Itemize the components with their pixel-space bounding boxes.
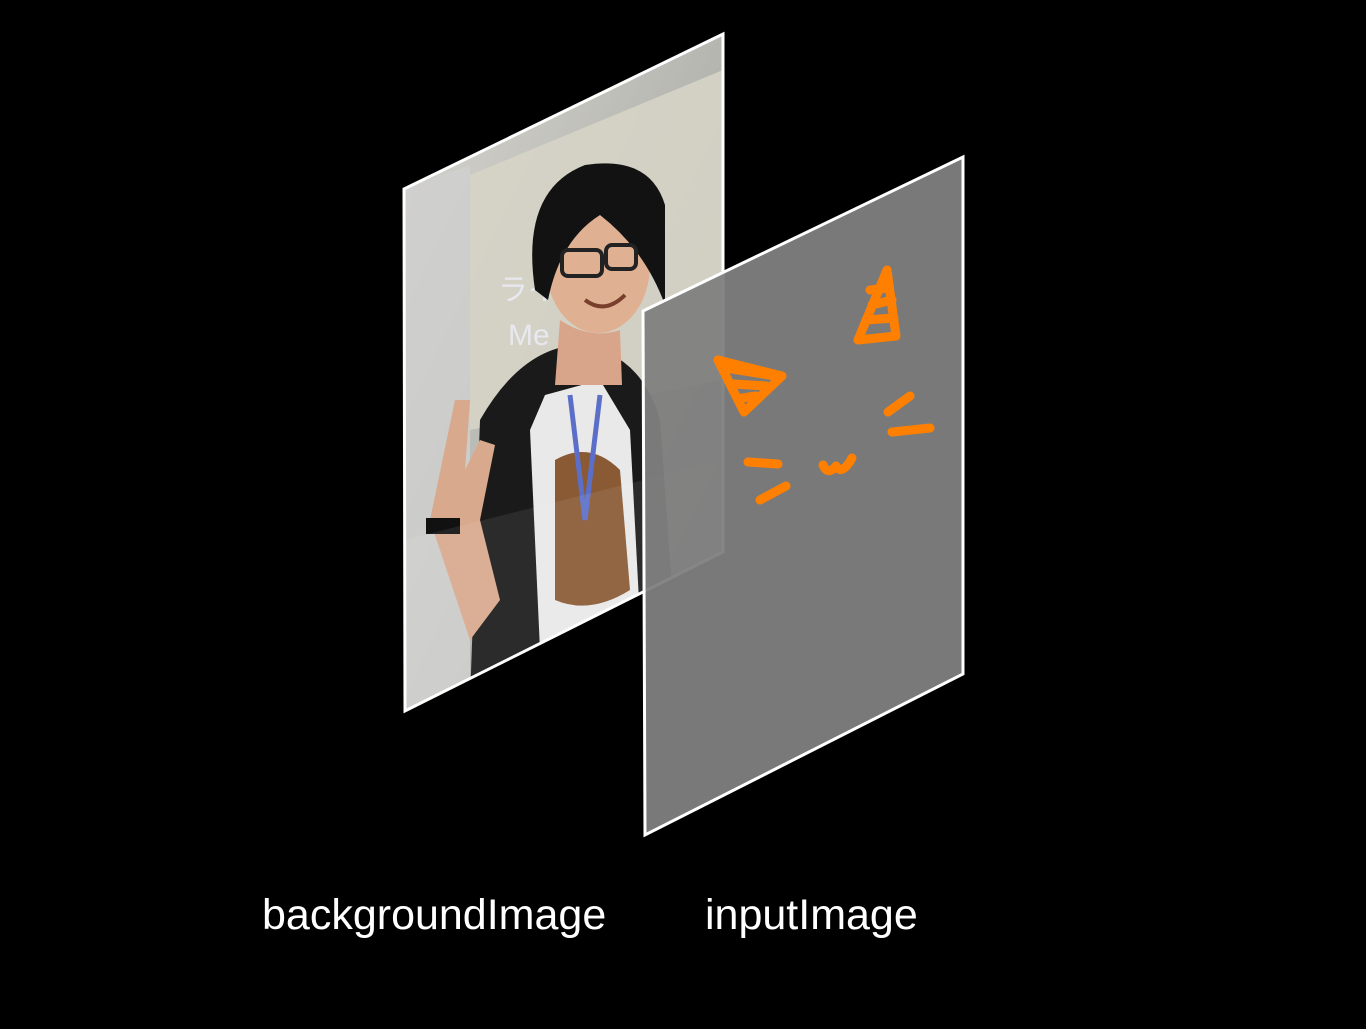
glasses-left [560,248,604,278]
cat-left-whiskers [743,457,791,505]
input-image-frame [641,154,965,838]
screen-text-2: Me [508,319,550,352]
person-hair [532,163,665,305]
glasses-right [604,243,638,271]
cat-right-ear-fill [861,283,899,325]
shirt-print [555,452,630,606]
smile [583,293,627,309]
wristwatch [426,518,460,534]
cat-right-whiskers [883,391,935,437]
cat-left-ear-fill [721,363,780,403]
cat-mouth [818,453,857,476]
background-image-caption: backgroundImage [262,891,607,939]
cat-doodle [713,265,935,505]
lanyard [567,394,603,521]
person-neck [555,320,622,385]
person-hand [430,400,500,640]
input-image-layer [641,154,965,838]
input-image-caption: inputImage [705,891,918,939]
